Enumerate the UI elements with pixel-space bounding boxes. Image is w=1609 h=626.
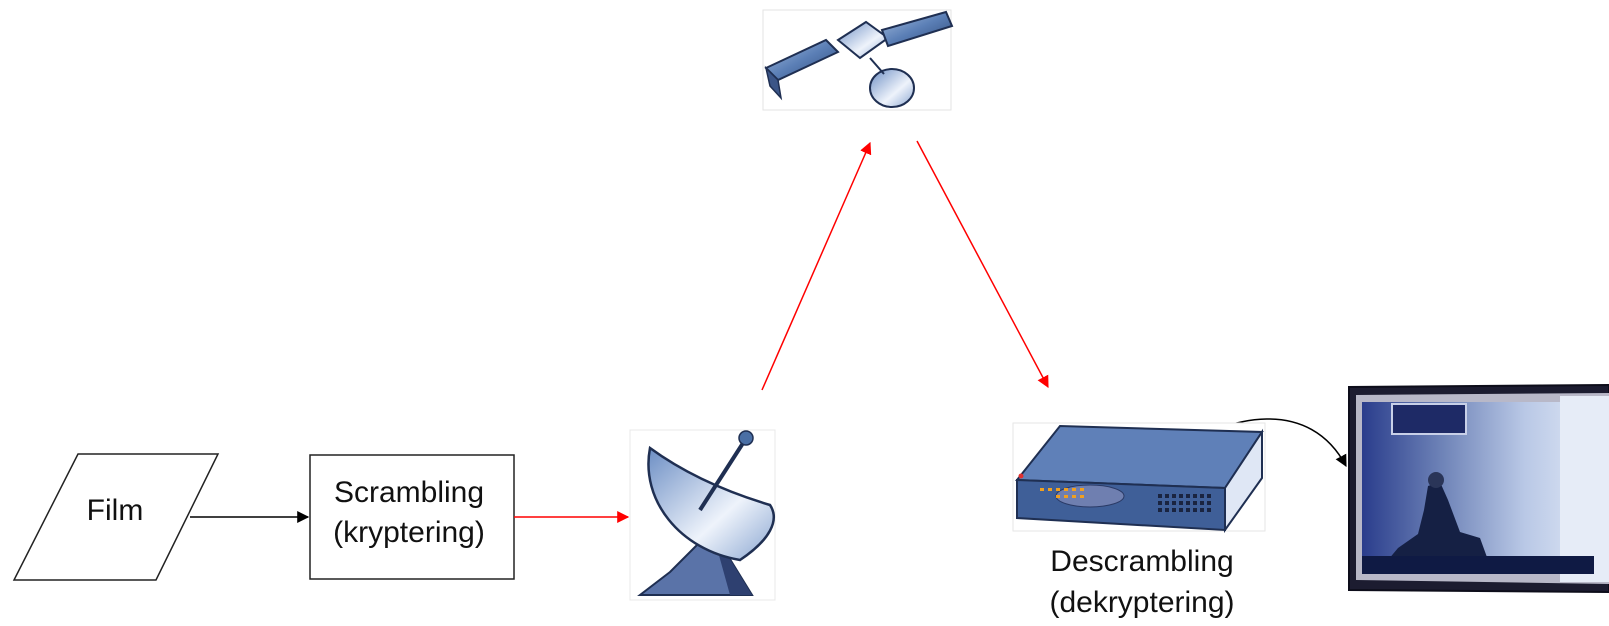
satellite-dish-icon: [629, 429, 776, 601]
arrow-uplink-to-satellite: [761, 141, 872, 391]
satellite-icon: [762, 9, 954, 111]
arrow-downlink-to-receiver: [916, 140, 1049, 389]
descrambling-sublabel: (dekryptering): [1049, 586, 1235, 619]
scrambling-box: [309, 454, 515, 580]
television-icon: [1347, 383, 1609, 594]
scrambling-sublabel: (kryptering): [333, 516, 485, 549]
descrambling-label: Descrambling: [1050, 545, 1234, 578]
scrambling-label: Scrambling: [333, 476, 485, 509]
film-label: Film: [86, 494, 144, 527]
film-shape: [12, 453, 220, 581]
set-top-box-icon: [1012, 422, 1266, 534]
